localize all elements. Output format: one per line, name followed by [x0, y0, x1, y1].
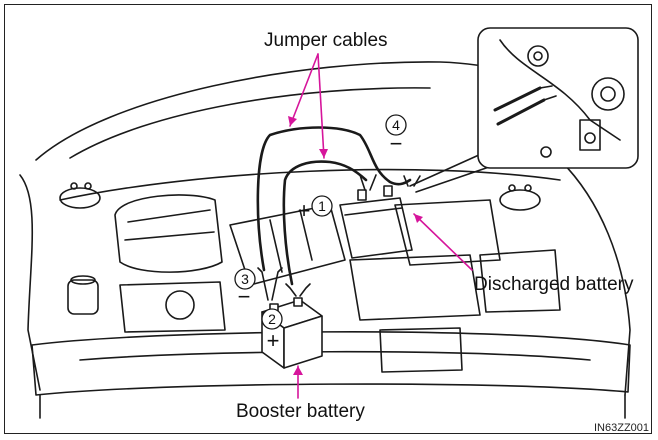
step-number-2: 2 [268, 311, 276, 327]
right-fender [559, 159, 631, 396]
figure-code: IN63ZZ001 [594, 422, 650, 434]
step-number-3: 3 [241, 271, 249, 287]
right-strut-tower [499, 189, 541, 211]
clamp-booster-negative [257, 267, 283, 301]
label-booster-battery: Booster battery [236, 401, 365, 422]
front-bumper [31, 331, 631, 396]
jumper-cable-positive [282, 160, 368, 286]
label-discharged-battery: Discharged battery [474, 274, 634, 295]
step-marker-3: 3 − [234, 268, 256, 309]
leader-discharged-battery [413, 213, 473, 271]
clamp-discharged-positive [359, 174, 377, 191]
step-marker-1: 1 + [298, 195, 333, 223]
step-sign-4: − [390, 131, 403, 156]
discharged-battery-body [339, 197, 413, 259]
inset-detail-box [477, 27, 639, 169]
hood-inner-edge [69, 87, 431, 159]
engine-block-right [394, 199, 501, 266]
grille [79, 350, 591, 361]
engine-cover [229, 204, 346, 286]
leader-jumper-cables-a [289, 53, 319, 127]
left-strut-tower [59, 187, 101, 209]
left-fender [19, 174, 41, 391]
step-marker-2: 2 + [261, 308, 283, 353]
step-sign-1: + [298, 198, 311, 223]
coolant-reservoir [67, 279, 99, 315]
step-number-4: 4 [392, 117, 400, 133]
step-sign-2: + [267, 328, 280, 353]
step-sign-3: − [238, 284, 251, 309]
jumper-cable-negative [256, 126, 412, 272]
inset-pointer [409, 149, 493, 193]
leader-jumper-cables-b [317, 53, 325, 159]
clamp-booster-positive [285, 283, 311, 297]
label-jumper-cables: Jumper cables [264, 30, 388, 51]
cowl-line [59, 168, 561, 201]
step-marker-4: 4 − [385, 114, 407, 156]
air-intake-box [114, 194, 223, 273]
step-number-1: 1 [318, 198, 326, 214]
